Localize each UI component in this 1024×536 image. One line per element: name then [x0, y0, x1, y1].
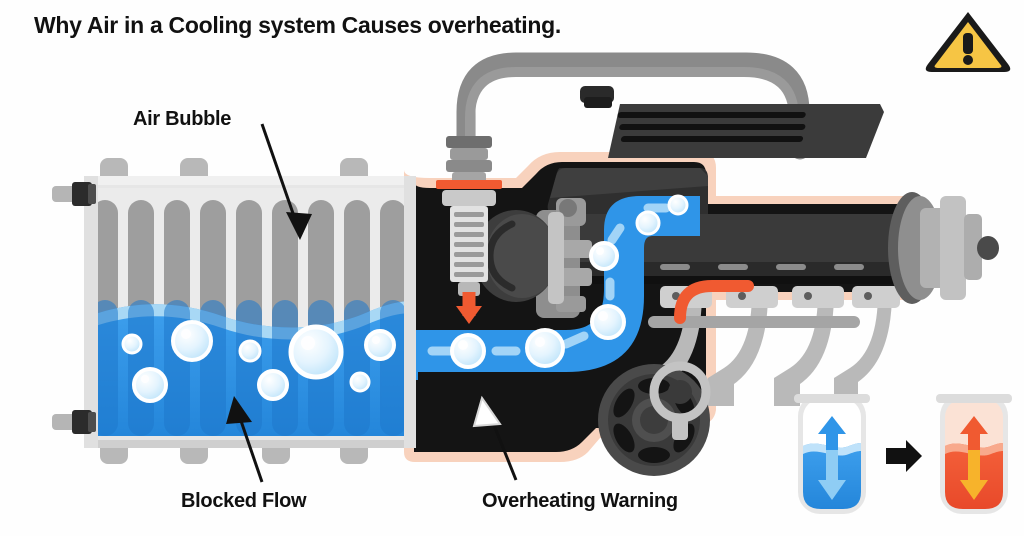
- water-pump: [474, 198, 592, 318]
- callout-label-overheating-warning: Overheating Warning: [482, 490, 678, 512]
- page-title: Why Air in a Cooling system Causes overh…: [34, 12, 561, 38]
- radiator-coolant: [84, 300, 414, 436]
- warning-triangle-icon: [925, 12, 1011, 72]
- hot-coolant-beaker: [936, 394, 1012, 514]
- right-arrow-icon: [886, 440, 922, 472]
- callout-label-blocked-flow: Blocked Flow: [181, 490, 307, 512]
- radiator-fittings: [52, 182, 96, 434]
- flywheel-assembly: [888, 192, 999, 304]
- thermostat-seal: [436, 180, 502, 189]
- hot-down-arrow-icon: [960, 450, 988, 500]
- flow-dashes: [427, 203, 671, 356]
- head-bolts: [660, 264, 864, 270]
- cool-up-arrow-icon: [818, 416, 846, 462]
- thermostat: [436, 136, 502, 324]
- callout-arrow-overheating: [472, 395, 518, 481]
- hot-up-arrow-icon: [960, 416, 988, 462]
- cool-down-arrow-icon: [818, 450, 846, 500]
- callout-label-air-bubble: Air Bubble: [133, 108, 232, 130]
- hot-bypass-pipe: [674, 280, 754, 324]
- callout-arrow-air-bubble: [260, 123, 312, 240]
- spring-coils: [454, 212, 484, 277]
- callout-arrow-blocked-flow: [226, 396, 264, 483]
- upper-radiator-hose: [456, 52, 810, 162]
- air-bubbles-radiator: [121, 320, 396, 403]
- air-bubbles-channel: [450, 194, 689, 369]
- accessory-pulley: [649, 361, 711, 440]
- cool-coolant-beaker: [794, 394, 870, 514]
- blocked-flow-arrow-icon: [456, 306, 482, 324]
